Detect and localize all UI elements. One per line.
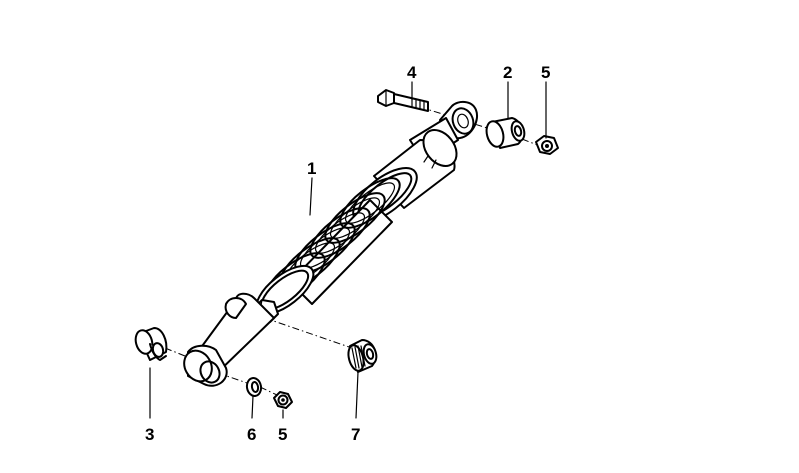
callout-3: 3 <box>145 425 154 444</box>
lower-nut-part <box>273 391 293 409</box>
shock-absorber-part <box>183 100 478 387</box>
callout-1: 1 <box>307 159 316 178</box>
lower-bushing-part <box>134 327 168 361</box>
callout-5-upper: 5 <box>541 63 550 82</box>
callout-5-lower: 5 <box>278 425 287 444</box>
upper-bushing-part <box>485 117 526 149</box>
knurled-nut-part <box>347 339 378 373</box>
leader-line-1 <box>309 177 313 216</box>
upper-nut-part <box>535 135 559 155</box>
callout-6: 6 <box>247 425 256 444</box>
callout-2: 2 <box>503 63 512 82</box>
leader-line-7 <box>355 371 359 419</box>
callout-4: 4 <box>407 63 417 82</box>
washer-part <box>245 377 263 397</box>
callout-labels: 1 2 3 4 5 5 6 7 <box>145 63 550 444</box>
callout-7: 7 <box>351 425 360 444</box>
bolt-part <box>377 89 429 112</box>
leader-line-6 <box>251 395 254 419</box>
leader-lines <box>149 81 547 419</box>
